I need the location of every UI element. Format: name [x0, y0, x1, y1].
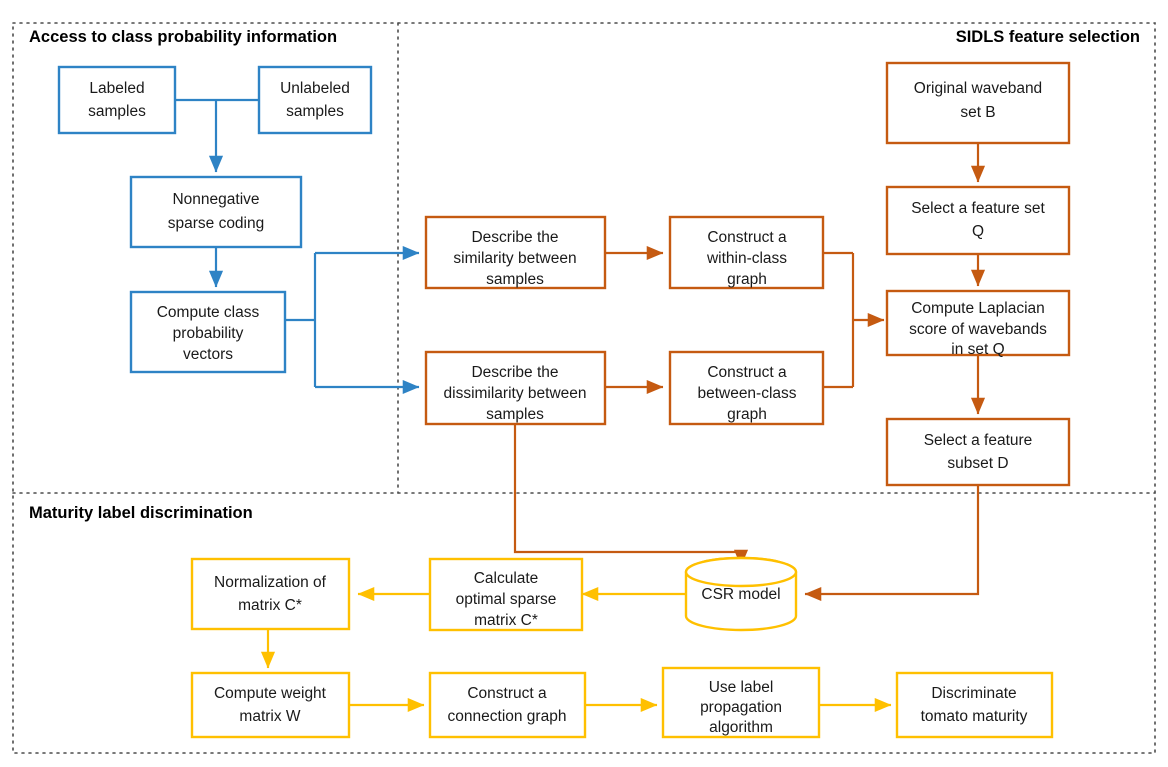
node-unlabeled-samples[interactable]: Unlabeled samples	[257, 65, 373, 135]
node-label-line: Q	[972, 223, 984, 240]
node-label-line: Labeled	[89, 80, 144, 97]
node-label-line: Use label	[709, 679, 774, 696]
node-label-line: Describe the	[471, 364, 558, 381]
edge-dissimilarity-to-csr	[513, 424, 749, 567]
node-label-line: algorithm	[709, 719, 773, 736]
node-label-line: samples	[486, 271, 544, 288]
node-label-line: samples	[286, 103, 344, 120]
node-label-line: Construct a	[707, 229, 787, 246]
node-discriminate-tomato-maturity[interactable]: Discriminate tomato maturity	[895, 671, 1054, 739]
node-calculate-optimal-sparse-matrix[interactable]: Calculate optimal sparse matrix C*	[428, 557, 584, 632]
section-title-maturity: Maturity label discrimination	[29, 504, 253, 522]
node-original-waveband-set[interactable]: Original waveband set B	[885, 61, 1071, 145]
node-describe-similarity[interactable]: Describe the similarity between samples	[424, 215, 607, 290]
node-compute-weight-matrix[interactable]: Compute weight matrix W	[190, 671, 351, 739]
node-label-line: tomato maturity	[921, 708, 1028, 725]
node-construct-within-class-graph[interactable]: Construct a within-class graph	[668, 215, 825, 290]
node-label-line: Nonnegative	[172, 191, 259, 208]
node-label-line: Construct a	[707, 364, 787, 381]
node-label-line: score of wavebands	[909, 321, 1047, 338]
node-label-line: connection graph	[448, 708, 567, 725]
node-label-line: samples	[88, 103, 146, 120]
node-nonnegative-sparse-coding[interactable]: Nonnegative sparse coding	[129, 175, 303, 249]
node-compute-class-probability-vectors[interactable]: Compute class probability vectors	[129, 290, 287, 374]
node-label-line: CSR model	[701, 586, 780, 603]
node-label-line: graph	[727, 406, 767, 423]
cylinder-top	[684, 556, 798, 588]
node-select-feature-subset[interactable]: Select a feature subset D	[885, 417, 1071, 487]
node-label-line: propagation	[700, 699, 782, 716]
node-label-line: Unlabeled	[280, 80, 350, 97]
node-label-line: Compute Laplacian	[911, 300, 1045, 317]
edge-subset-to-csr	[804, 485, 980, 602]
node-label-line: sparse coding	[168, 215, 265, 232]
node-normalization-of-matrix[interactable]: Normalization of matrix C*	[190, 557, 351, 631]
node-label-line: Normalization of	[214, 574, 327, 591]
node-label-line: Discriminate	[931, 685, 1016, 702]
node-label-line: samples	[486, 406, 544, 423]
node-construct-connection-graph[interactable]: Construct a connection graph	[428, 671, 587, 739]
node-label-line: Compute weight	[214, 685, 327, 702]
node-csr-model[interactable]: CSR model	[684, 556, 798, 632]
node-describe-dissimilarity[interactable]: Describe the dissimilarity between sampl…	[424, 350, 607, 426]
node-label-line: between-class	[697, 385, 796, 402]
node-label-line: Select a feature	[924, 432, 1033, 449]
node-label-line: Construct a	[467, 685, 547, 702]
node-use-label-propagation-algorithm[interactable]: Use label propagation algorithm	[661, 666, 821, 739]
node-label-line: Compute class	[157, 304, 260, 321]
node-label-line: within-class	[706, 250, 787, 267]
node-label-line: graph	[727, 271, 767, 288]
node-label-line: Original waveband	[914, 80, 1042, 97]
node-label-line: set B	[960, 104, 995, 121]
node-label-line: dissimilarity between	[444, 385, 587, 402]
node-label-line: probability	[173, 325, 244, 342]
node-label-line: Describe the	[471, 229, 558, 246]
node-label-line: optimal sparse	[456, 591, 557, 608]
node-label-line: subset D	[947, 455, 1008, 472]
node-compute-laplacian-score[interactable]: Compute Laplacian score of wavebands in …	[885, 289, 1071, 358]
node-label-line: similarity between	[453, 250, 576, 267]
node-label-line: in set Q	[951, 341, 1004, 358]
node-label-line: Calculate	[474, 570, 539, 587]
node-label-line: matrix W	[239, 708, 301, 725]
section-title-access: Access to class probability information	[29, 28, 337, 46]
outer-boundary	[12, 22, 1156, 754]
node-label-line: vectors	[183, 346, 233, 363]
section-dividers	[12, 22, 1156, 754]
node-select-feature-set[interactable]: Select a feature set Q	[885, 185, 1071, 256]
node-labeled-samples[interactable]: Labeled samples	[57, 65, 177, 135]
node-label-line: matrix C*	[474, 612, 538, 629]
connectors	[175, 98, 986, 713]
node-construct-between-class-graph[interactable]: Construct a between-class graph	[668, 350, 825, 426]
node-label-line: matrix C*	[238, 597, 302, 614]
section-title-sidls: SIDLS feature selection	[956, 28, 1140, 46]
node-label-line: Select a feature set	[911, 200, 1045, 217]
